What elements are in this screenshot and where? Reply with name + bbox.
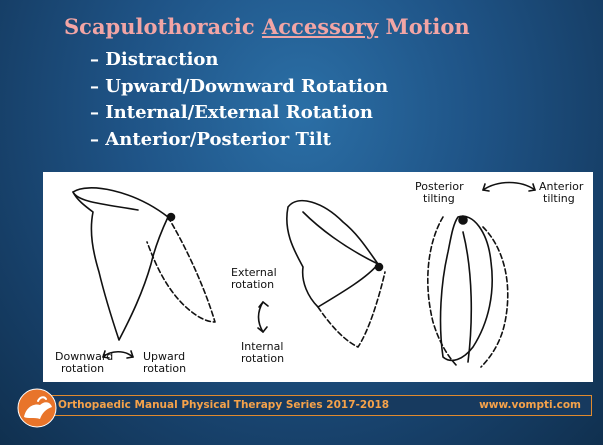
- label-external-line2: rotation: [231, 278, 274, 291]
- label-posterior-line2: tilting: [423, 192, 455, 205]
- left-scapula-solid: [73, 188, 168, 340]
- title-part-1: Scapulothoracic: [64, 14, 262, 39]
- middle-scapula-dashed: [318, 272, 385, 347]
- left-scapula-dashed: [147, 217, 215, 322]
- tilt-arrow-arc: [483, 183, 535, 191]
- label-upward-line2: rotation: [143, 362, 186, 375]
- label-anterior-line2: tilting: [543, 192, 575, 205]
- bullet-anterior-posterior-tilt: – Anterior/Posterior Tilt: [90, 127, 388, 154]
- motion-list: – Distraction – Upward/Downward Rotation…: [90, 47, 388, 153]
- left-pivot-dot: [168, 214, 175, 221]
- right-scapula-dashed-front: [481, 227, 508, 367]
- right-scapula-solid: [441, 216, 493, 360]
- vompti-logo-icon: [16, 387, 58, 429]
- label-downward-line2: rotation: [61, 362, 104, 375]
- bullet-distraction: – Distraction: [90, 47, 388, 74]
- right-pivot-dot: [459, 216, 467, 224]
- label-internal-line2: rotation: [241, 352, 284, 365]
- title-accessory-underlined: Accessory: [262, 14, 378, 39]
- scapula-motion-figure: Downward rotation Upward rotation Extern…: [43, 172, 593, 382]
- scapula-illustration: Downward rotation Upward rotation Extern…: [43, 172, 593, 382]
- right-scapula-dashed-back: [428, 217, 458, 367]
- footer-series-text: Orthopaedic Manual Physical Therapy Seri…: [58, 396, 389, 415]
- right-scapula-spine: [463, 232, 471, 362]
- bullet-internal-external-rotation: – Internal/External Rotation: [90, 100, 388, 127]
- slide-title: Scapulothoracic Accessory Motion: [64, 14, 470, 39]
- middle-pivot-dot: [376, 264, 383, 271]
- title-part-3: Motion: [378, 14, 470, 39]
- footer-url[interactable]: www.vompti.com: [479, 396, 581, 415]
- bullet-upward-downward-rotation: – Upward/Downward Rotation: [90, 74, 388, 101]
- middle-scapula-solid: [287, 201, 378, 307]
